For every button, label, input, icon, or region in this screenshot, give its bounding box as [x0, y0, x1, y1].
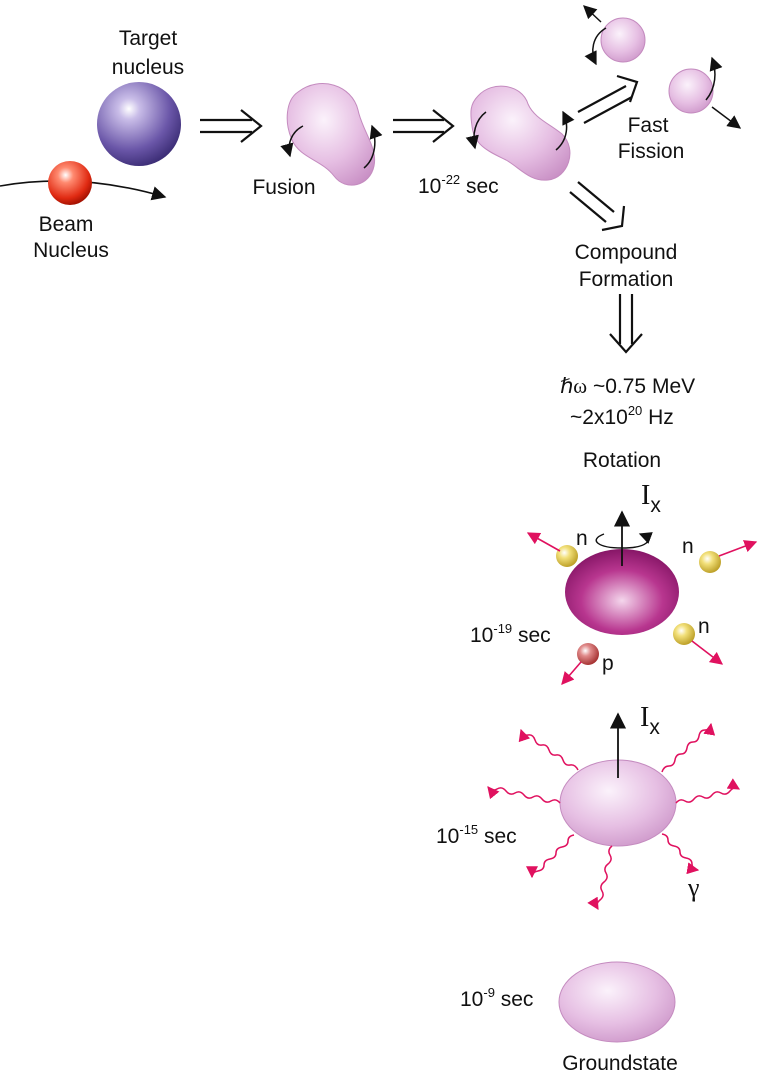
gamma-ray-up-right	[661, 722, 716, 773]
gamma-ray-down-right	[661, 833, 700, 875]
neutron-2	[699, 551, 721, 573]
gamma-label: γ	[687, 873, 700, 902]
fragment-2-rotation-arrow	[705, 56, 723, 101]
time-label-2: 10-19 sec	[470, 621, 551, 647]
gamma-ray-down	[587, 845, 613, 911]
fragment-2-direction-arrow	[711, 106, 742, 129]
fusion-rotation-arrow-left	[280, 125, 304, 158]
proton	[577, 643, 599, 665]
neutron-3-arrow	[691, 640, 724, 665]
neutron-1-arrow	[526, 532, 561, 552]
fusion-label: Fusion	[252, 176, 315, 199]
double-arrow-1	[200, 109, 263, 143]
elongated-nucleus	[470, 85, 571, 181]
neutron-1-label: n	[576, 527, 588, 550]
target-nucleus	[97, 82, 181, 166]
groundstate-nucleus	[558, 961, 676, 1043]
spin-label-1: Ix	[641, 480, 661, 517]
proton-arrow	[561, 661, 582, 685]
double-arrow-fast-fission	[577, 74, 639, 124]
neutron-2-arrow	[718, 540, 758, 557]
target-label-line2: nucleus	[112, 56, 184, 79]
beam-label-line1: Beam	[39, 213, 94, 236]
compound-nucleus	[565, 549, 679, 635]
fragment-1-rotation-arrow	[584, 27, 607, 66]
beam-label-line2: Nucleus	[33, 239, 109, 262]
elongated-rotation-arrow-right	[555, 110, 575, 151]
gamma-rays	[487, 722, 741, 911]
time-label-1: 10-22 sec	[418, 172, 499, 198]
proton-label: p	[602, 652, 614, 675]
time-label-3: 10-15 sec	[436, 822, 517, 848]
gamma-ray-up-left	[518, 728, 579, 771]
spin-label-2: Ix	[640, 702, 660, 739]
neutron-2-label: n	[682, 535, 694, 558]
rotation-label: Rotation	[583, 449, 661, 472]
fast-fission-label-line2: Fission	[618, 140, 685, 163]
time-label-4: 10-9 sec	[460, 985, 533, 1011]
fission-fragment-1	[600, 17, 646, 63]
elongated-rotation-arrow-left	[465, 111, 487, 150]
frequency-label: ~2x1020 Hz	[570, 403, 674, 429]
compound-label-line2: Formation	[579, 268, 674, 291]
fusion-rotation-arrow-right	[363, 124, 383, 169]
neutron-3	[673, 623, 695, 645]
compound-label-line1: Compound	[575, 241, 678, 264]
double-arrow-2	[393, 109, 455, 143]
neutron-3-label: n	[698, 615, 710, 638]
double-arrow-down	[609, 294, 643, 354]
energy-label: ℏω ~0.75 MeV	[560, 374, 695, 398]
gamma-ray-right	[675, 778, 741, 804]
rotation-circle-arrow	[595, 532, 653, 549]
beam-nucleus	[48, 161, 92, 205]
fusion-nucleus	[286, 83, 376, 186]
fragment-1-direction-arrow	[583, 5, 602, 23]
fast-fission-label-line1: Fast	[628, 114, 669, 137]
double-arrow-compound	[569, 181, 626, 232]
gamma-ray-down-left	[526, 834, 575, 879]
gamma-ray-left	[487, 786, 561, 804]
target-label-line1: Target	[119, 27, 178, 50]
fission-fragment-2	[668, 68, 714, 114]
groundstate-label: Groundstate	[562, 1052, 678, 1075]
neutron-1	[556, 545, 578, 567]
